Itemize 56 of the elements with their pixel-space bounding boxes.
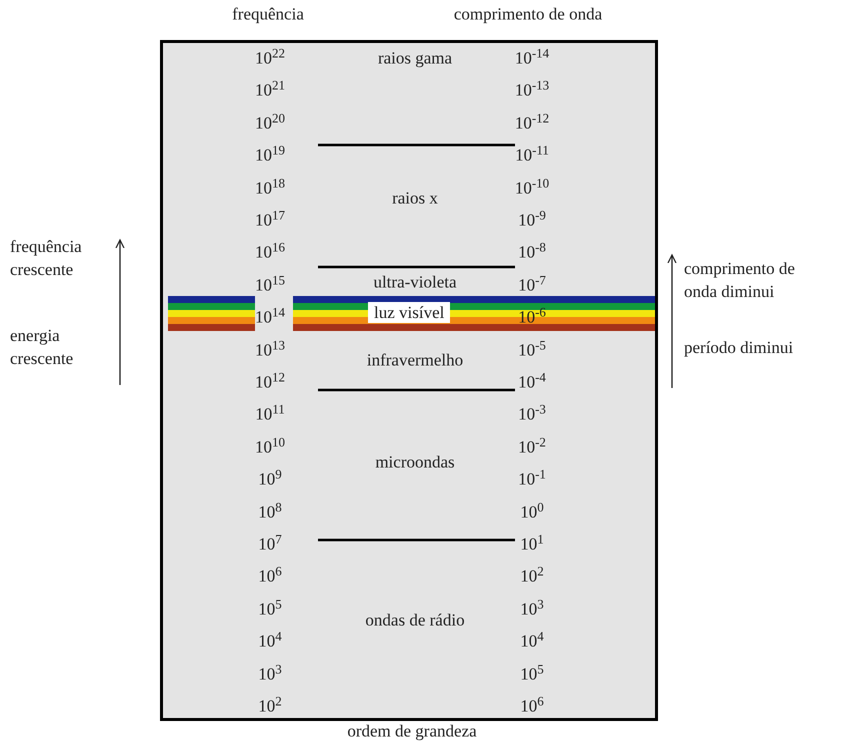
spectrum-panel	[160, 40, 658, 721]
wavelength-value: 10$^{-8}$	[518, 244, 546, 261]
wavelength-value: 10$^{2}$	[520, 568, 544, 585]
axis-note: período diminui	[684, 337, 794, 359]
frequency-value: 10$^{3}$	[258, 665, 282, 682]
wavelength-value: 10$^{3}$	[520, 600, 544, 618]
wavelength-value: 10$^{6}$	[520, 698, 544, 714]
axis-note: energia crescente	[10, 325, 74, 370]
band-name: ondas de rádio	[365, 612, 465, 628]
wavelength-value: 10$^{-13}$	[514, 82, 550, 99]
wavelength-value: 10$^{-11}$	[515, 146, 549, 164]
frequency-value: 10$^{15}$	[255, 276, 285, 294]
frequency-value: 10$^{8}$	[258, 503, 282, 520]
frequency-value: 10$^{21}$	[255, 82, 285, 99]
band-label: luz visível	[368, 302, 450, 323]
frequency-value: 10$^{16}$	[255, 244, 285, 261]
frequency-value: 10$^{22}$	[255, 50, 285, 66]
frequency-value: 10$^{13}$	[255, 341, 285, 358]
frequency-value: 10$^{18}$	[255, 179, 285, 196]
frequency-value: 10$^{4}$	[258, 632, 282, 650]
wavelength-value: 10$^{4}$	[520, 632, 544, 650]
band-name: microondas	[375, 454, 455, 470]
wavelength-value: 10$^{-7}$	[518, 276, 546, 294]
frequency-value: 10$^{14}$	[255, 308, 285, 326]
wavelength-value: 10$^{5}$	[520, 665, 544, 682]
wavelength-value: 10$^{-1}$	[518, 470, 546, 488]
frequency-value: 10$^{5}$	[258, 600, 282, 618]
frequency-value: 10$^{20}$	[255, 114, 285, 132]
wavelength-value: 10$^{-14}$	[514, 50, 550, 66]
caption: ordem de grandeza	[347, 722, 477, 740]
column-heading: comprimento de onda	[454, 6, 602, 22]
wavelength-value: 10$^{-3}$	[518, 406, 546, 423]
frequency-value: 10$^{6}$	[258, 568, 282, 585]
wavelength-value: 10$^{-5}$	[518, 341, 546, 358]
frequency-value: 10$^{12}$	[255, 374, 285, 390]
wavelength-value: 10$^{-10}$	[514, 179, 550, 196]
frequency-value: 10$^{7}$	[258, 536, 282, 552]
wavelength-value: 10$^{-2}$	[518, 438, 546, 456]
band-name: raios x	[392, 190, 438, 206]
wavelength-value: 10$^{0}$	[520, 503, 544, 520]
band-name: infravermelho	[366, 352, 464, 368]
wavelength-value: 10$^{1}$	[520, 536, 544, 552]
frequency-value: 10$^{9}$	[258, 470, 282, 488]
wavelength-value: 10$^{-12}$	[514, 114, 550, 132]
axis-note: comprimento de onda diminui	[684, 258, 796, 303]
frequency-value: 10$^{10}$	[255, 438, 285, 456]
wavelength-value: 10$^{-4}$	[518, 374, 546, 390]
frequency-value: 10$^{2}$	[258, 698, 282, 714]
frequency-value: 10$^{19}$	[255, 146, 285, 164]
wavelength-value: 10$^{-9}$	[518, 212, 546, 228]
band-name: ultra-violeta	[373, 274, 457, 290]
frequency-value: 10$^{17}$	[255, 212, 285, 228]
axis-note: frequência crescente	[10, 236, 83, 281]
band-name: raios gama	[378, 50, 452, 66]
column-heading: frequência	[232, 6, 304, 22]
frequency-value: 10$^{11}$	[255, 406, 285, 423]
